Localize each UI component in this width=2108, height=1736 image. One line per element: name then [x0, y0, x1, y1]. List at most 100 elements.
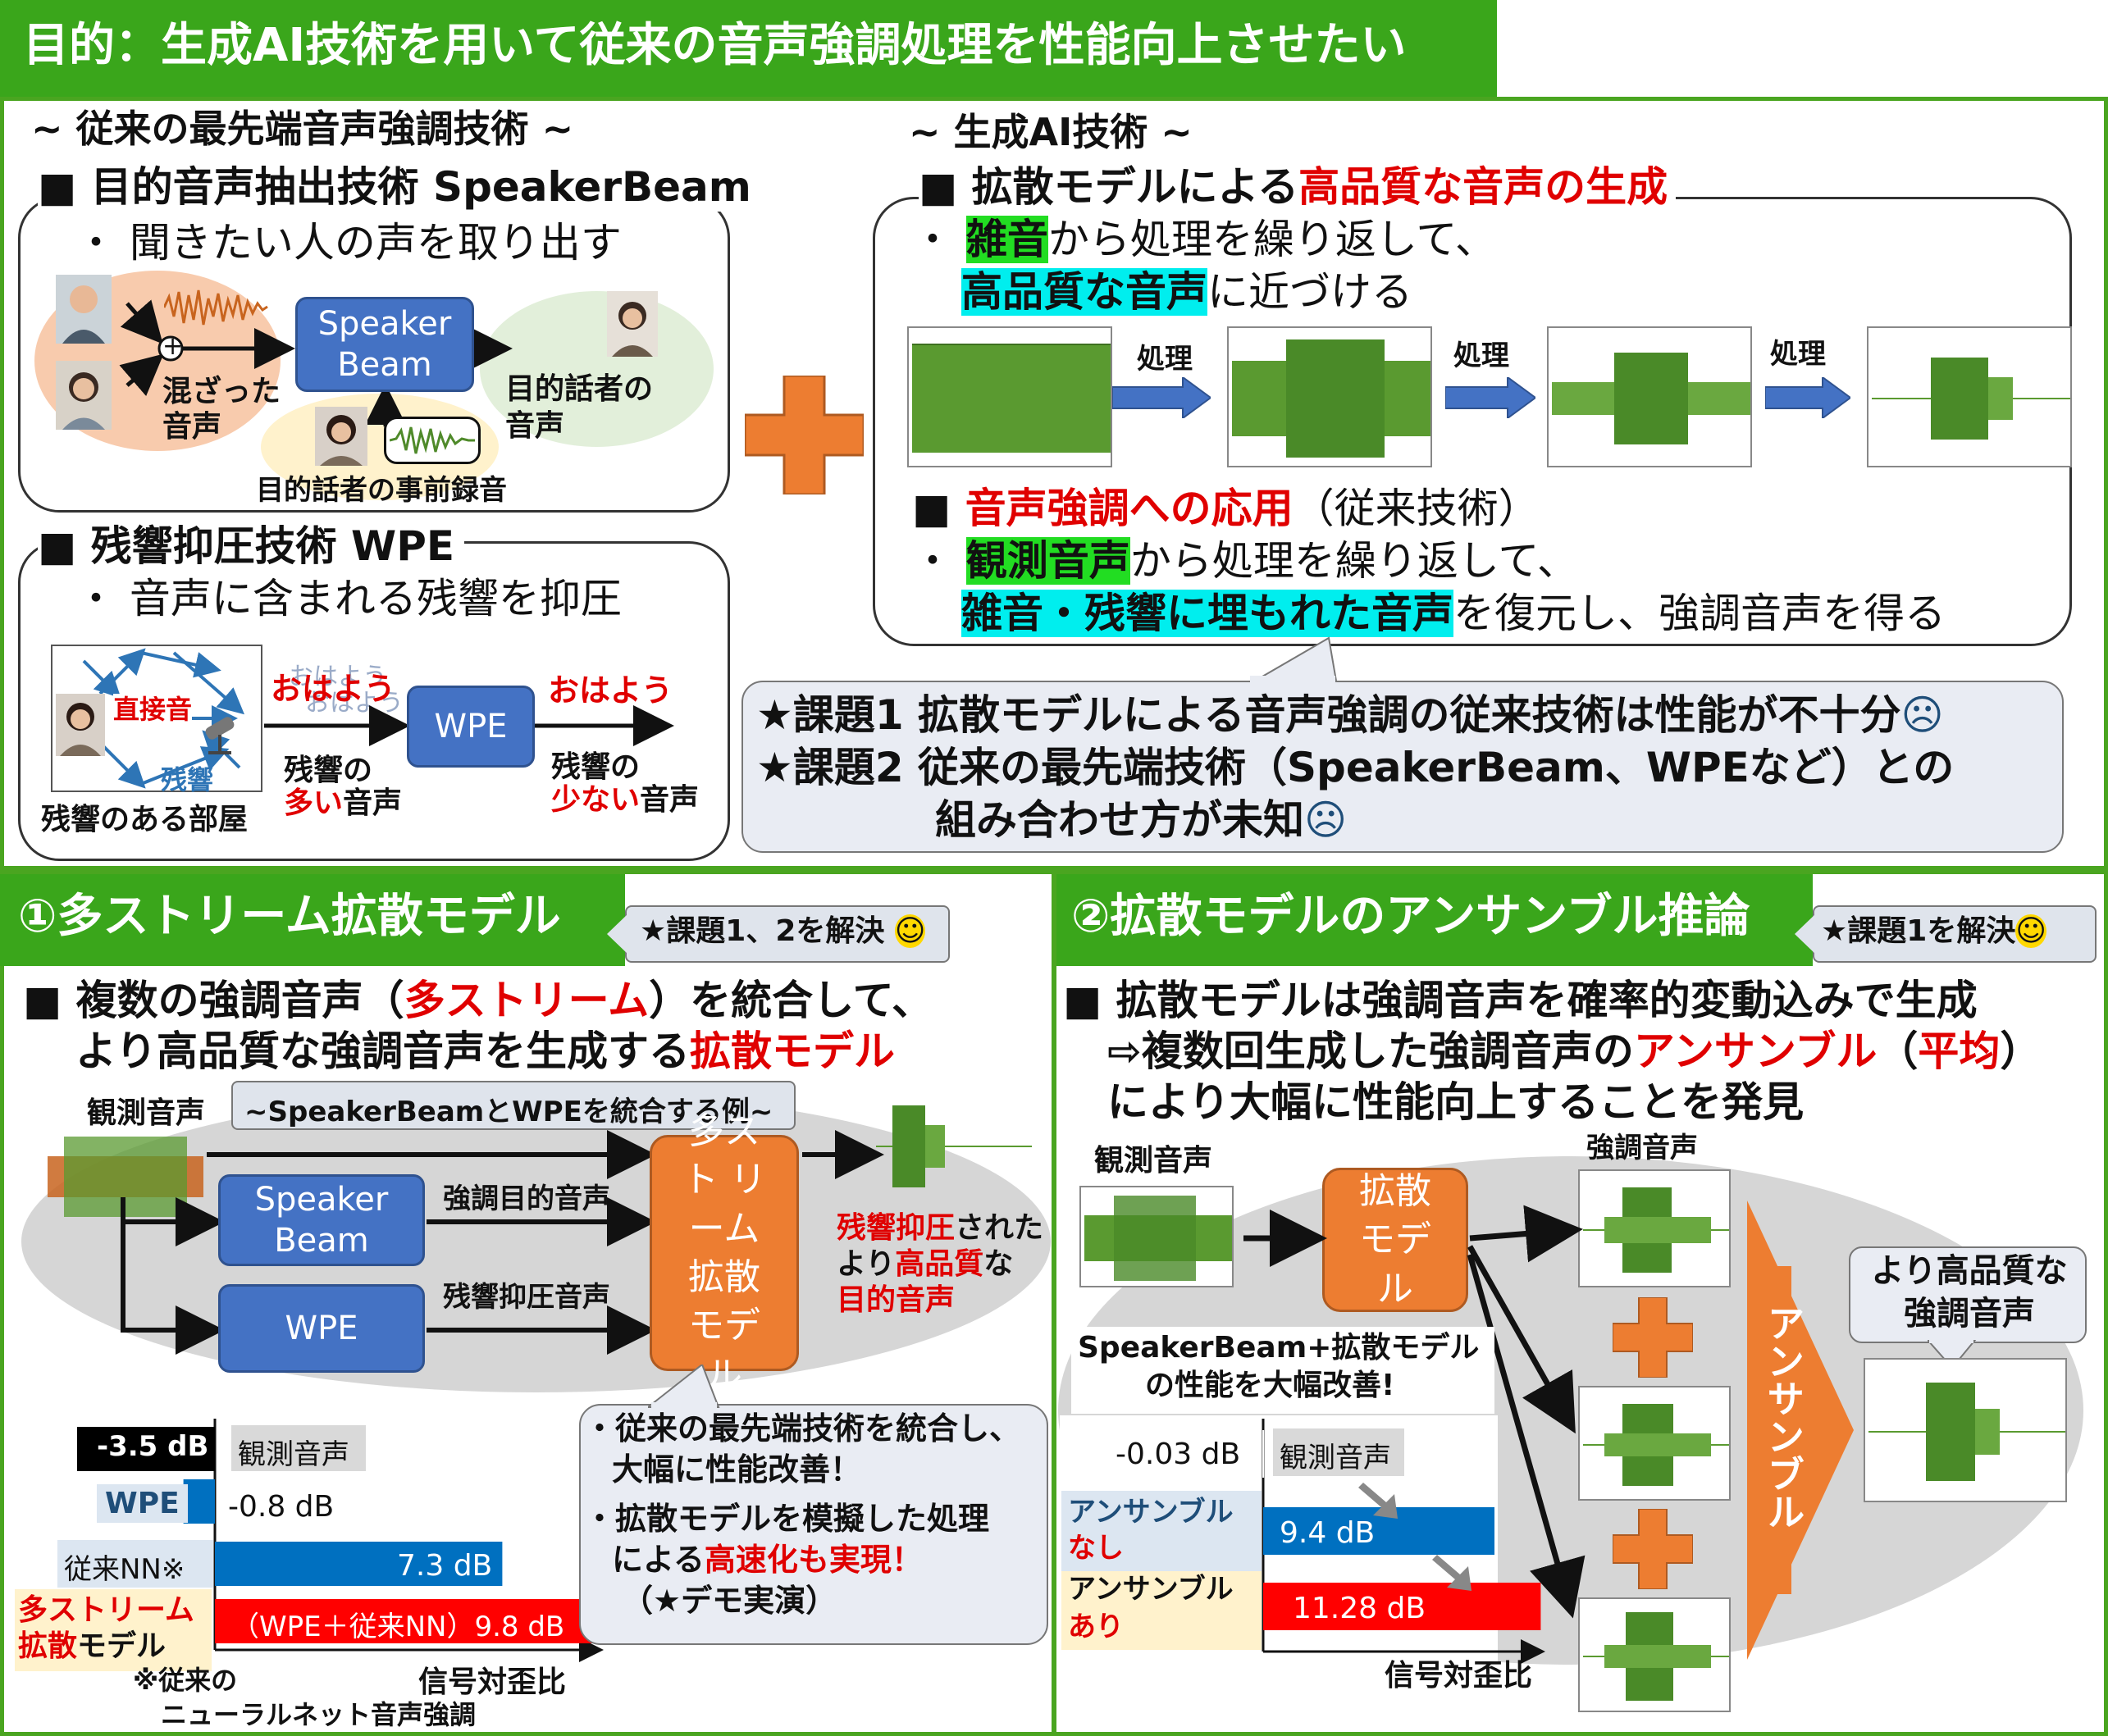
process-label-2: 処理 — [1453, 339, 1509, 372]
ms-axis-label: 信号対歪比 — [418, 1665, 567, 1699]
ms-bars-bar-3 — [215, 1599, 601, 1643]
reverb-label: 残響 — [161, 764, 214, 795]
sad-face-icon-2: ☹ — [1304, 796, 1348, 844]
ens-axis-label: 信号対歪比 — [1385, 1659, 1533, 1693]
ens-bar-name-2 — [1061, 1571, 1262, 1650]
ensemble-panel — [1052, 870, 2108, 1736]
ms-bar-name-0: 観測音声 — [231, 1425, 366, 1471]
ms-observed-waveform — [48, 1137, 203, 1217]
multistream-badge-text: ★課題1、2を解決 ☺ — [640, 914, 926, 948]
issue-2: ★課題2 従来の最先端技術（SpeakerBeam、WPEなど）との — [756, 744, 1955, 791]
ms-name-multistream: 多ストリーム — [18, 1593, 194, 1627]
ohayo-clean-text: おはよう — [548, 672, 673, 709]
issues-pointer-cover — [1250, 676, 1335, 687]
ensemble-title-bar — [1056, 874, 1813, 966]
ens-bars-bar-0 — [1262, 1430, 1265, 1478]
plus-symbol: + — [162, 332, 184, 361]
mixed-label: 混ざった音声 — [162, 375, 281, 444]
process-arrow-3 — [1765, 377, 1850, 418]
ens-name-with-b: あり — [1068, 1611, 1124, 1643]
speakerbeam-box: Speaker Beam — [295, 297, 474, 392]
mixed-waveform — [164, 289, 268, 326]
process-label-3: 処理 — [1770, 338, 1826, 371]
ens-plus-icon-1 — [1613, 1297, 1693, 1378]
ms-bar-label-2: 7.3 dB — [397, 1549, 493, 1583]
prerecord-label: 目的話者の事前録音 — [256, 474, 507, 507]
ms-note-2: ニューラルネット音声強調 — [161, 1699, 477, 1730]
ms-wpe-box: WPE — [218, 1284, 425, 1373]
page-title: 目的：生成AI技術を用いて従来の音声強調処理を性能向上させたい — [23, 19, 1407, 72]
big-plus-icon — [745, 376, 864, 494]
multistream-badge-pointer — [607, 914, 628, 955]
target-face-icon — [607, 291, 658, 357]
ms-bar-label-3: （WPE＋従来NN）9.8 dB — [231, 1611, 565, 1643]
ms-bars-bar-1 — [183, 1479, 215, 1524]
ens-bars-bar-2 — [1263, 1583, 1541, 1630]
speakerbeam-diagram-lines — [119, 299, 513, 426]
wpe-input-label-a: 残響の — [284, 754, 373, 787]
wpe-arrows — [264, 705, 674, 746]
ms-wpe-output-label: 残響抑圧音声 — [443, 1281, 610, 1314]
sad-face-icon: ☹ — [1900, 691, 1944, 739]
ms-output-waveform — [876, 1105, 1032, 1187]
diffusion-title: ■ 拡散モデルによる高品質な音声の生成 — [919, 162, 1677, 212]
ms-callout-1: ・従来の最先端技術を統合し、 — [584, 1410, 1021, 1447]
ens-bar-label-1: 9.4 dB — [1280, 1516, 1376, 1550]
ens-result-waveform — [1864, 1358, 2067, 1502]
wpe-input-label-row: 多い音声 — [284, 786, 403, 820]
example-tag: ~SpeakerBeamとWPEを統合する例~ — [231, 1081, 796, 1130]
multistream-badge — [625, 905, 950, 963]
wpe-output-label-a: 残響の — [551, 750, 641, 784]
target-label: 目的話者の音声 — [505, 372, 654, 443]
ms-bar-label-0: -3.5 dB — [97, 1430, 209, 1463]
ensemble-arrow-label: アンサンブル — [1761, 1304, 1806, 1530]
ensemble-badge — [1813, 905, 2097, 963]
ens-name-none-b: なし — [1068, 1532, 1124, 1565]
multistream-desc-2: より高品質な強調音声を生成する拡散モデル — [75, 1027, 895, 1075]
ens-bar-label-2: 11.28 dB — [1293, 1592, 1426, 1625]
wpe-title: ■ 残響抑圧技術 WPE — [38, 522, 465, 571]
ms-bar-name-1: WPE — [97, 1484, 188, 1524]
multistream-title: ①多ストリーム拡散モデル — [18, 890, 561, 943]
ms-callout-5: （★デモ実演） — [622, 1583, 837, 1619]
ens-plus-icon-2 — [1613, 1509, 1693, 1589]
ohayo-reverb-text: おはよう — [271, 671, 396, 707]
issues-callout — [741, 681, 2064, 853]
multistream-title-bar — [0, 874, 625, 966]
ens-enhanced-waveform-1 — [1578, 1169, 1731, 1287]
ms-callout — [579, 1404, 1048, 1645]
better-callout-text: より高品質な 強調音声 — [1871, 1252, 2068, 1333]
prerecord-face-icon — [315, 407, 367, 466]
wpe-bullet: ・ 音声に含まれる残響を抑圧 — [75, 575, 622, 622]
direct-sound-label: 直接音 — [113, 694, 193, 726]
ms-callout-2: 大幅に性能改善！ — [612, 1451, 862, 1488]
process-arrow-1 — [1112, 377, 1211, 418]
ms-flow-arrows — [121, 1130, 884, 1355]
face-man-icon — [56, 275, 112, 344]
ms-result-line-3: 目的音声 — [837, 1283, 956, 1317]
genai-bullet-2b: 雑音・残響に埋もれた音声を復元し、強調音声を得る — [961, 590, 1946, 637]
room-speaker-face-icon — [56, 694, 105, 756]
ensemble-big-arrow — [1747, 1201, 1854, 1660]
face-woman-icon — [56, 361, 112, 430]
ensemble-badge-text: ★課題1を解決☺ — [1821, 914, 2046, 948]
wpe-box: WPE — [407, 686, 535, 768]
ms-bar-name-2: 従来NN※ — [57, 1540, 213, 1588]
ms-sb-output-label: 強調目的音声 — [443, 1182, 610, 1215]
target-ellipse — [480, 291, 714, 447]
ensemble-desc-1: ■ 拡散モデルは強調音声を確率的変動込みで生成 — [1063, 977, 1978, 1024]
ms-callout-pointer — [648, 1365, 720, 1409]
ms-model-box: 多スト リーム 拡散 モデル — [650, 1110, 799, 1396]
issue-2b: 組み合わせ方が未知☹ — [935, 796, 1348, 844]
process-label-1: 処理 — [1137, 343, 1193, 376]
ms-bar-name-3 — [15, 1589, 212, 1671]
issue-1: ★課題1 拡散モデルによる音声強調の従来技術は性能が不十分☹ — [756, 691, 1944, 739]
ms-bar-label-1: -0.8 dB — [228, 1490, 335, 1524]
ensemble-desc-3: により大幅に性能向上することを発見 — [1107, 1078, 1804, 1126]
ens-model-box: 拡散 モデル — [1322, 1168, 1468, 1312]
ens-bar-label-0: -0.03 dB — [1116, 1438, 1241, 1471]
ens-enhanced-waveform-3 — [1578, 1597, 1731, 1712]
issues-pointer — [1247, 636, 1339, 686]
